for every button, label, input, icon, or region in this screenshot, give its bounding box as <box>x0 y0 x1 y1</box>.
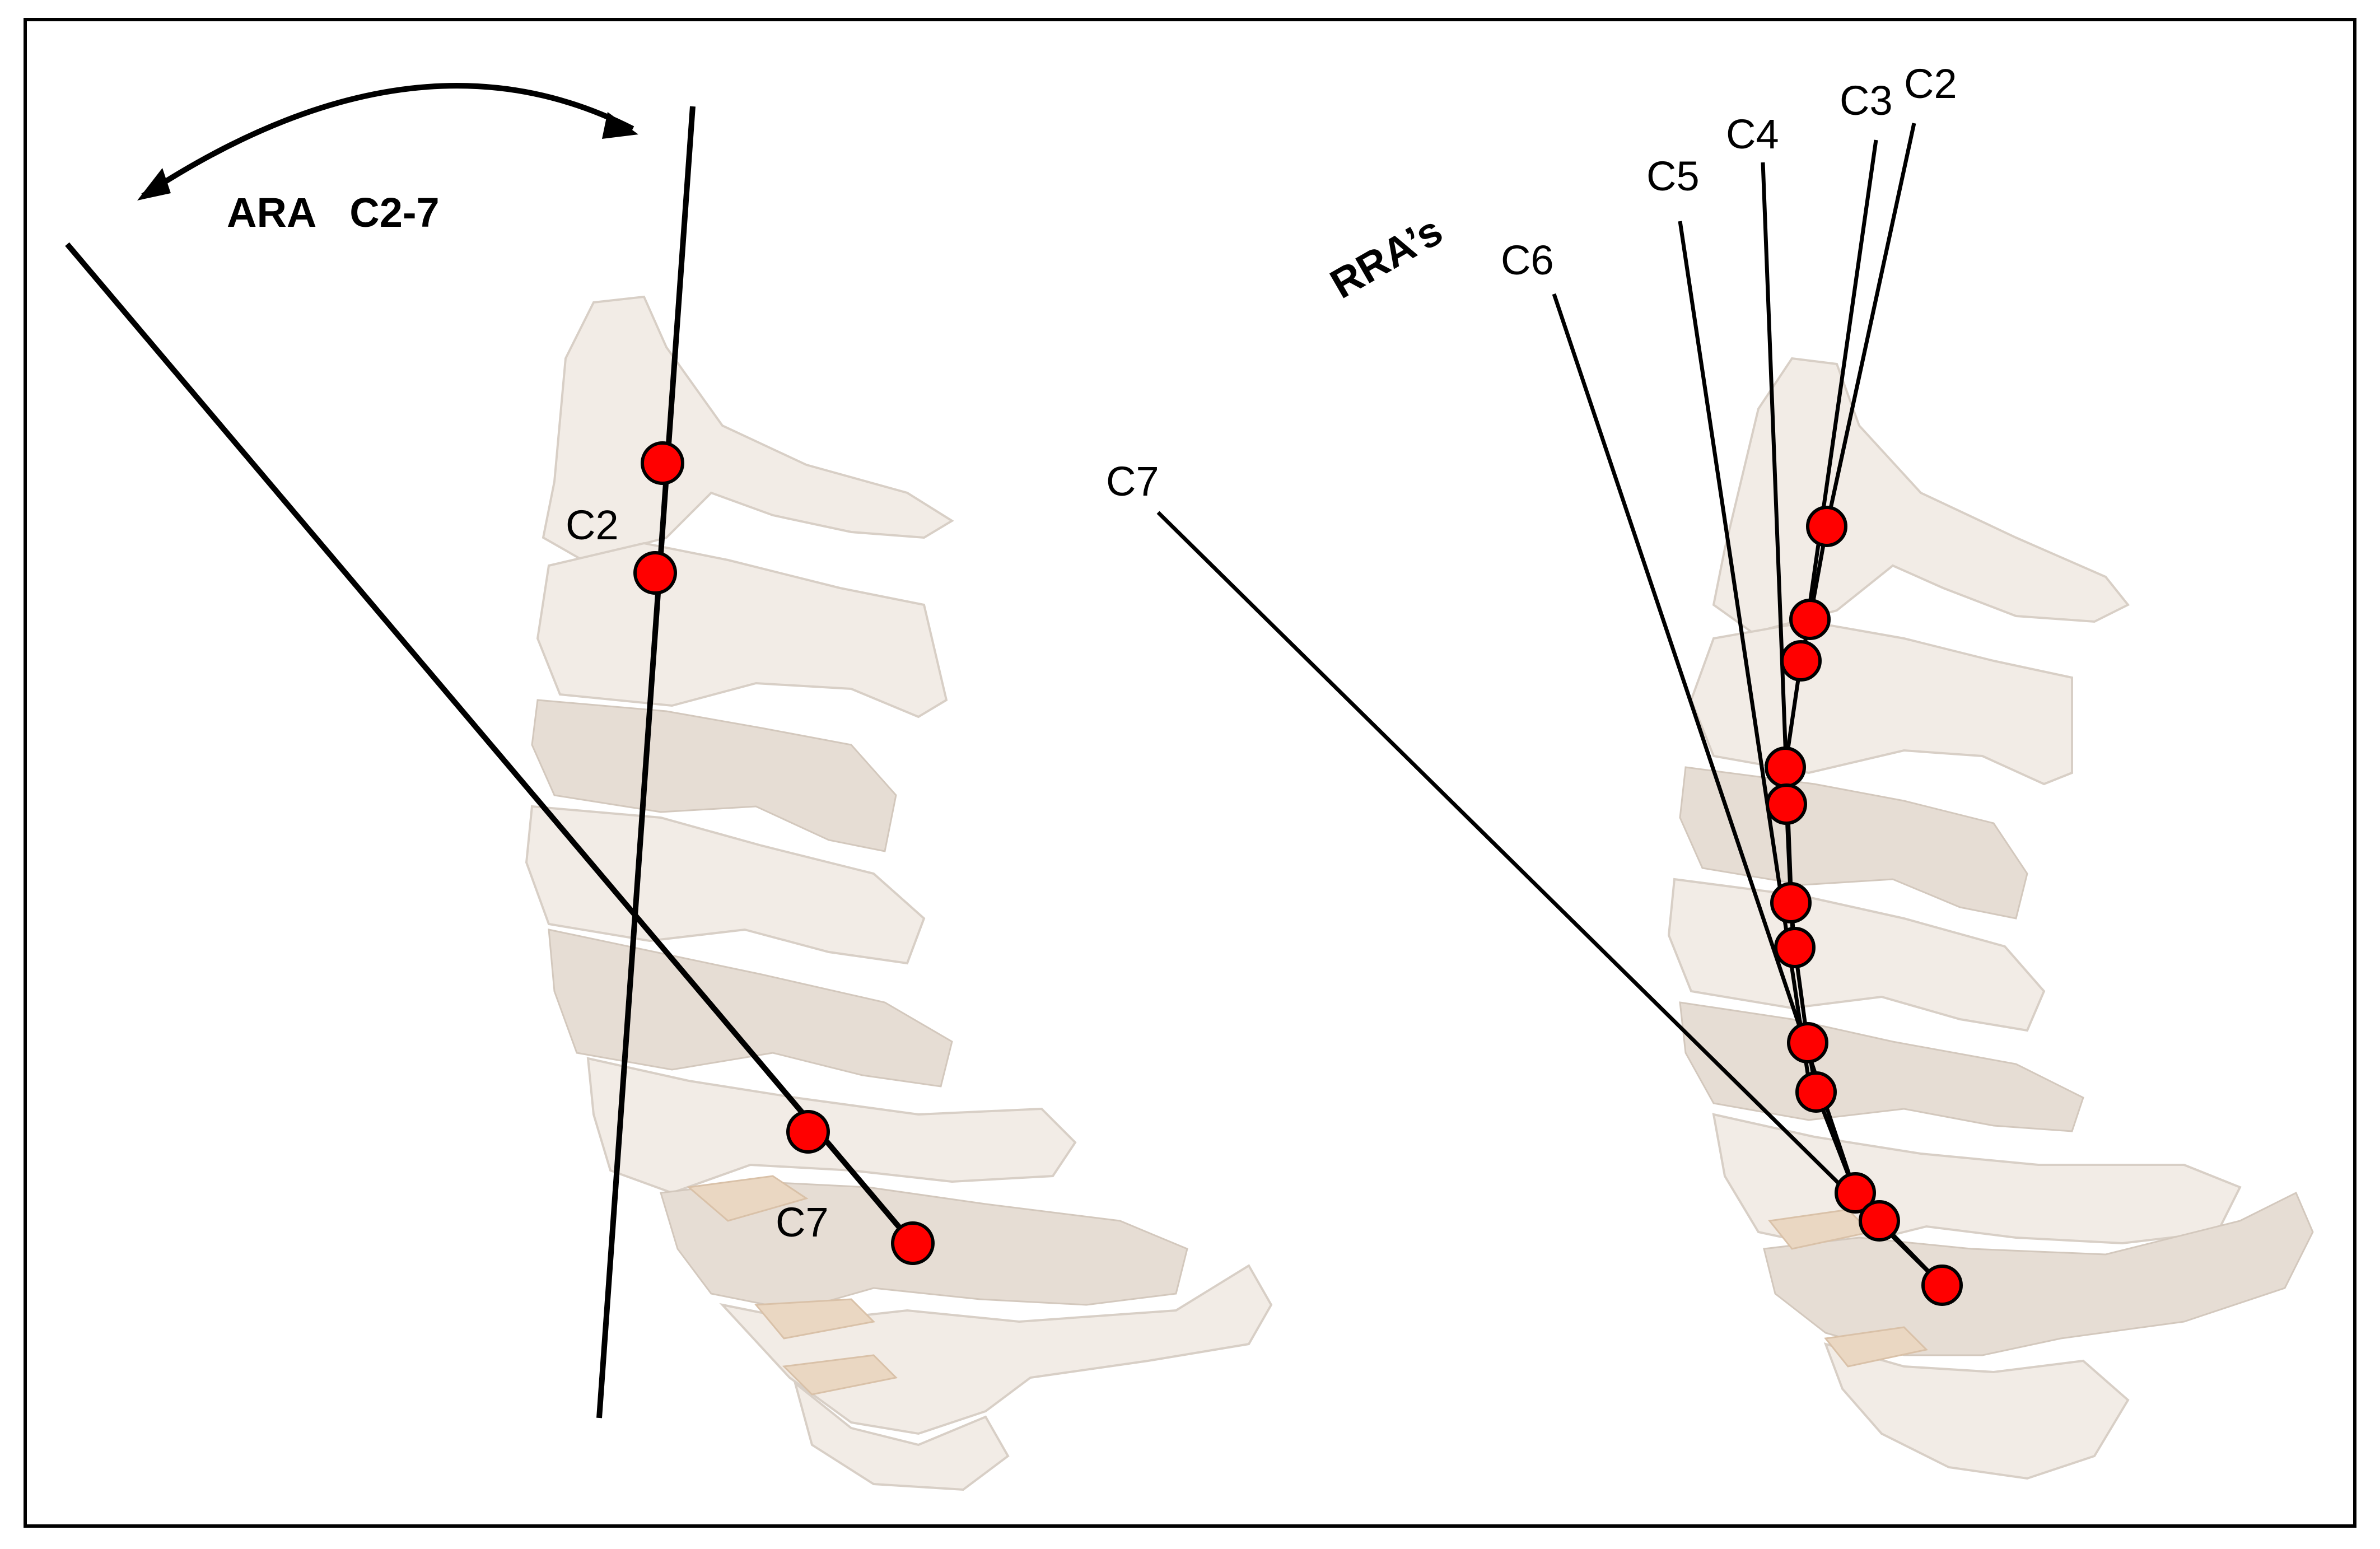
rra-c2-line <box>1824 123 1916 527</box>
ara-c2-line <box>596 106 696 1419</box>
rra-label: RRA’s <box>1323 207 1450 307</box>
rra-c4-label: C4 <box>1726 111 1779 157</box>
right-spine-panel: RRA’s C2 C3 C4 C5 C6 C7 <box>1106 60 2314 1480</box>
left-marker-c2-upper <box>641 441 684 485</box>
rra-c7-label: C7 <box>1106 458 1159 505</box>
rra-c3-label: C3 <box>1840 77 1893 124</box>
right-marker-c7-upper <box>1859 1200 1900 1242</box>
ara-arrowhead-left-icon <box>137 168 171 200</box>
left-spine-panel: ARA C2-7 C2 C7 <box>65 83 1273 1491</box>
left-c7-label: C7 <box>776 1199 829 1245</box>
right-marker-c2-lower <box>1789 599 1831 640</box>
rra-c7-line <box>1156 511 1944 1287</box>
right-marker-c6-lower <box>1835 1172 1876 1214</box>
right-marker-c4-upper <box>1766 783 1807 825</box>
ara-angle-arrow <box>141 83 634 199</box>
right-marker-c2-upper <box>1806 506 1847 547</box>
left-spine-illustration <box>525 295 1273 1491</box>
right-marker-c3-lower <box>1765 746 1806 788</box>
ara-c7-line <box>65 242 915 1245</box>
right-spine-illustration <box>1667 357 2314 1480</box>
right-marker-c7-lower <box>1921 1265 1963 1306</box>
right-marker-c4-lower <box>1770 882 1812 923</box>
ara-label: ARA C2-7 <box>227 189 440 236</box>
left-marker-c7-lower <box>891 1221 935 1265</box>
rra-c5-label: C5 <box>1646 153 1700 199</box>
left-marker-c7-upper <box>786 1110 830 1154</box>
right-marker-c6-upper <box>1795 1071 1837 1113</box>
right-marker-c5-lower <box>1787 1022 1828 1063</box>
right-marker-c3-upper <box>1780 640 1822 682</box>
rra-c2-label: C2 <box>1904 60 1957 107</box>
rra-c6-label: C6 <box>1501 237 1554 283</box>
ara-arrowhead-right-icon <box>602 112 638 139</box>
right-marker-c5-upper <box>1774 927 1816 968</box>
left-c2-label: C2 <box>566 502 619 548</box>
figure-frame <box>24 18 2356 1528</box>
left-marker-c2-lower <box>633 551 677 595</box>
